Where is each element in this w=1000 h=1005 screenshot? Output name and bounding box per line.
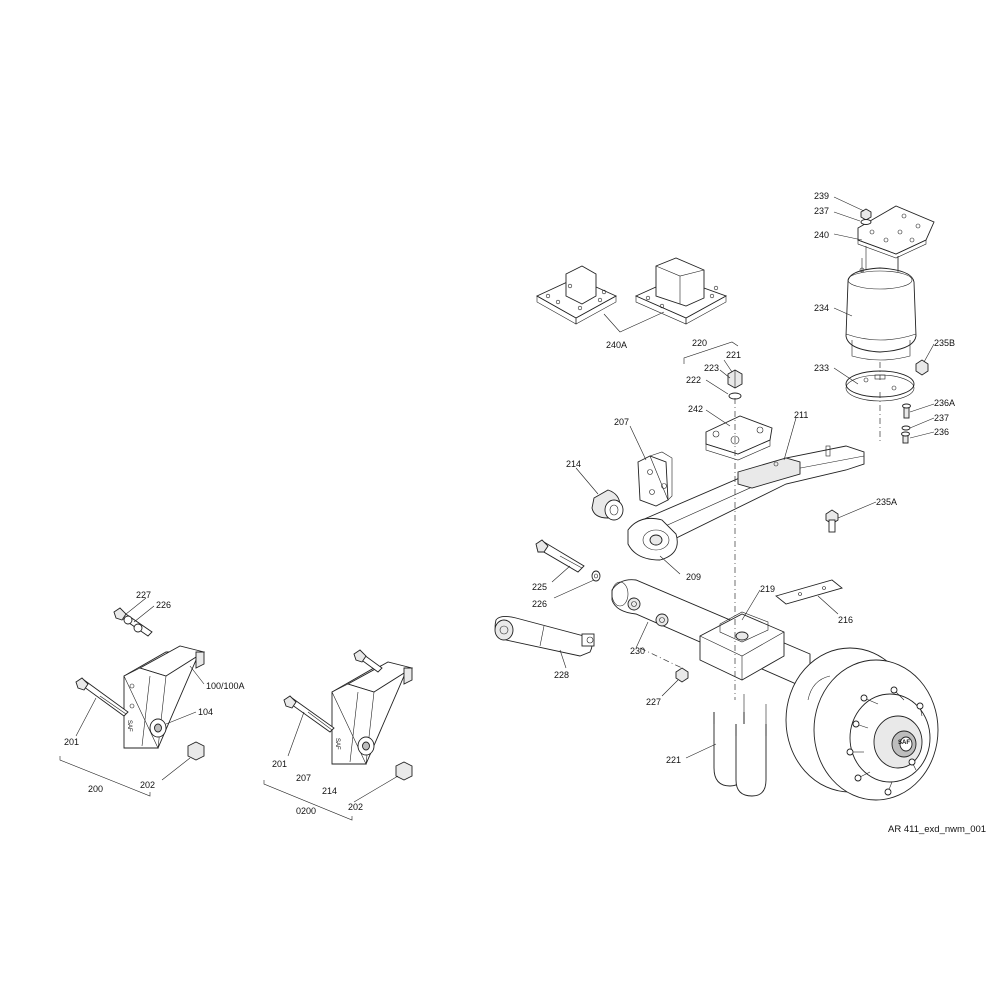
callout-228: 228 — [554, 670, 569, 680]
stamp-mid-bracket: SAF — [334, 738, 340, 750]
callout-labels: 239 237 240 234 235B 233 236A 237 236 24… — [64, 191, 955, 816]
bolt-201-mid — [283, 695, 335, 733]
callout-222: 222 — [686, 375, 701, 385]
bracket-240a-right — [634, 257, 728, 325]
bracket-100 — [123, 645, 206, 750]
callout-202-left: 202 — [140, 780, 155, 790]
stamp-hub: SAF — [898, 740, 910, 746]
leader-lines — [59, 196, 935, 821]
bracket-0200 — [331, 661, 414, 766]
nut-227 — [675, 667, 689, 683]
spring-eye-209 — [627, 517, 678, 561]
callout-216: 216 — [838, 615, 853, 625]
bush-104 — [149, 718, 167, 738]
stamp-left-bracket: SAF — [126, 720, 132, 732]
callout-234: 234 — [814, 303, 829, 313]
callout-221-nut: 221 — [726, 350, 741, 360]
centre-line-nut227 — [639, 647, 683, 669]
stud-bolt-mid — [353, 649, 383, 673]
nut-239 — [860, 208, 872, 221]
bush-214-mid — [357, 736, 375, 756]
washer-237-bottom — [901, 425, 911, 431]
callout-214-main: 214 — [566, 459, 581, 469]
bolt-236a — [902, 403, 911, 419]
drawing-reference: AR 411_exd_nwm_001 — [888, 824, 986, 835]
shock-absorber-228 — [494, 615, 595, 657]
callout-235a: 235A — [876, 497, 897, 507]
bracket-240a-left — [536, 265, 618, 325]
callout-237-top: 237 — [814, 206, 829, 216]
hanger-bracket-207 — [637, 451, 673, 507]
callout-227-left: 227 — [136, 590, 151, 600]
callout-237-bottom: 237 — [934, 413, 949, 423]
air-spring-bellows-234 — [845, 256, 917, 361]
callout-0200: 0200 — [296, 806, 316, 816]
wheel-studs — [846, 686, 924, 796]
clamp-plate-242 — [705, 415, 773, 461]
callout-226-main: 226 — [532, 599, 547, 609]
bolt-201-left — [75, 677, 129, 717]
callout-201-mid: 201 — [272, 759, 287, 769]
axle-seat-219 — [699, 611, 785, 681]
callout-211: 211 — [794, 410, 808, 420]
callout-220: 220 — [692, 338, 707, 348]
pivot-bolt-225 — [535, 539, 585, 573]
bolt-235a — [825, 509, 839, 533]
callout-202-mid: 202 — [348, 802, 363, 812]
callout-233: 233 — [814, 363, 829, 373]
callout-221-ubolt: 221 — [666, 755, 681, 765]
callout-207-main: 207 — [614, 417, 629, 427]
callout-230: 230 — [630, 646, 645, 656]
washer-226 — [591, 570, 601, 582]
callout-240: 240 — [814, 230, 829, 240]
callout-226-left: 226 — [156, 600, 171, 610]
callout-209: 209 — [686, 572, 701, 582]
nut-223 — [727, 369, 743, 389]
trailing-arm-211 — [641, 445, 865, 549]
callout-207-mid: 207 — [296, 773, 311, 783]
callout-239: 239 — [814, 191, 829, 201]
callout-219: 219 — [760, 584, 775, 594]
stud-bolt-left — [113, 607, 153, 637]
piston-plate-233 — [845, 370, 915, 402]
callout-214-mid: 214 — [322, 786, 337, 796]
bolt-236 — [901, 431, 910, 444]
callout-104: 104 — [198, 707, 213, 717]
callout-236: 236 — [934, 427, 949, 437]
callout-235b: 235B — [934, 338, 955, 348]
top-plate-240 — [857, 205, 935, 270]
callout-240a: 240A — [606, 340, 627, 350]
callout-242: 242 — [688, 404, 703, 414]
callout-225: 225 — [532, 582, 547, 592]
nut-202-left — [187, 741, 205, 761]
callout-100-100a: 100/100A — [206, 681, 245, 691]
callout-201-left: 201 — [64, 737, 79, 747]
callout-227-main: 227 — [646, 697, 661, 707]
bush-214 — [591, 489, 624, 521]
callout-200: 200 — [88, 784, 103, 794]
callout-236a: 236A — [934, 398, 955, 408]
nut-202-mid — [395, 761, 413, 781]
shock-bolts-230 — [627, 597, 669, 627]
nut-235b — [915, 359, 929, 376]
washer-237-top — [860, 219, 872, 225]
u-bolts-221 — [713, 694, 767, 797]
callout-223: 223 — [704, 363, 719, 373]
shim-216 — [775, 579, 843, 605]
